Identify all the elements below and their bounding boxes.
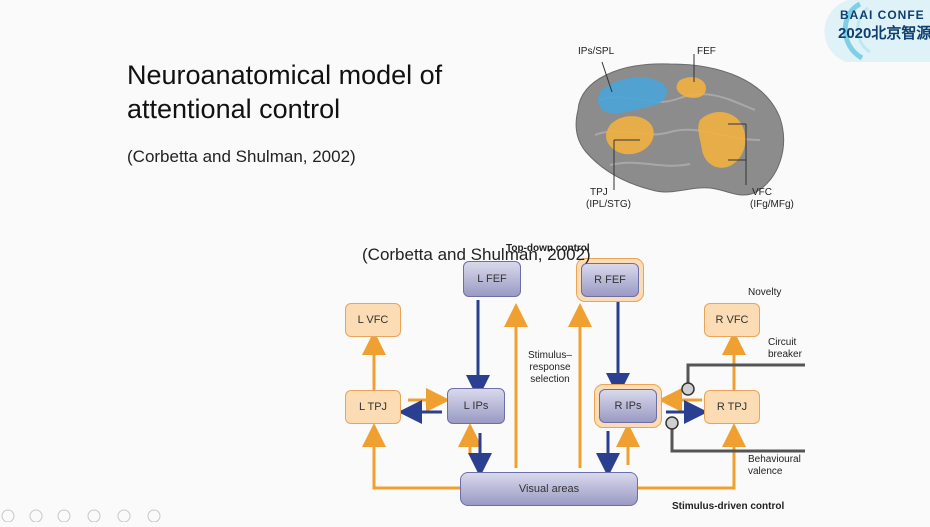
node-visual-areas: Visual areas <box>460 472 638 506</box>
label-vfc-sub: (IFg/MFg) <box>750 199 794 210</box>
valence-line <box>670 427 805 453</box>
fef-region <box>676 77 706 98</box>
vfc-region <box>698 111 746 168</box>
brain-figure <box>575 54 784 196</box>
slide-title: Neuroanatomical model of attentional con… <box>127 60 443 124</box>
behavioural-valence-label: Behavioural valence <box>748 454 801 477</box>
label-tpj-sub: (IPL/STG) <box>586 199 632 210</box>
node-l-fef: L FEF <box>463 261 521 297</box>
baai-logo: BAAI CONFE 2020北京智源 <box>818 0 930 62</box>
logo-line2: 2020北京智源 <box>838 25 930 42</box>
logo-graphic <box>824 0 930 62</box>
top-down-control-label: Top-down control <box>506 243 590 254</box>
label-tpj: TPJ <box>590 187 608 198</box>
node-r-ips: R IPs <box>599 389 657 423</box>
diagram-citation: (Corbetta and Shulman, 2002) <box>362 245 591 264</box>
toolbar-icons <box>1 509 161 523</box>
slide-citation: (Corbetta and Shulman, 2002) <box>127 147 356 166</box>
node-r-fef: R FEF <box>581 263 639 297</box>
node-l-ips: L IPs <box>447 388 505 424</box>
label-vfc: VFC <box>752 187 772 198</box>
tpj-region <box>606 116 654 155</box>
logo-line1: BAAI CONFE <box>840 8 925 22</box>
node-r-ips-ring: R IPs <box>594 384 662 428</box>
novelty-label: Novelty <box>748 287 782 298</box>
stimulus-response-label: Stimulus– response selection <box>528 350 572 385</box>
stimulus-driven-control-label: Stimulus-driven control <box>672 501 785 512</box>
circuit-breaker-label: Circuit breaker <box>768 337 802 360</box>
presentation-toolbar <box>0 508 170 523</box>
circuit-breaker-line <box>686 363 805 385</box>
node-r-fef-ring: R FEF <box>576 258 644 302</box>
diagram-arrows <box>362 300 805 490</box>
node-r-vfc: R VFC <box>704 303 760 337</box>
label-fef: FEF <box>697 46 716 57</box>
node-l-tpj: L TPJ <box>345 390 401 424</box>
node-l-vfc: L VFC <box>345 303 401 337</box>
arrow-visual-ltpj <box>362 423 462 490</box>
node-r-tpj: R TPJ <box>704 390 760 424</box>
arrow-visual-rtpj <box>638 423 746 490</box>
label-ips-spl: IPs/SPL <box>578 46 615 57</box>
ips-spl-region <box>598 77 667 114</box>
